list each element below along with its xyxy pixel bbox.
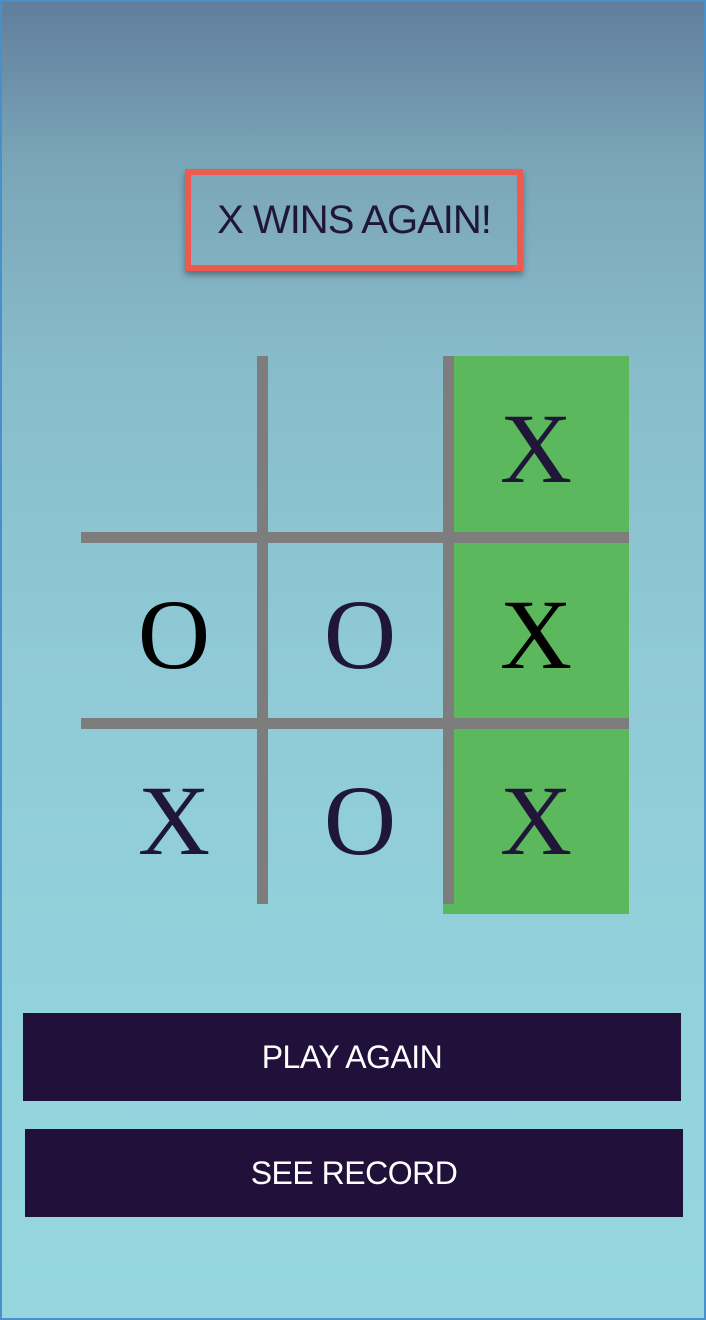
grid-line-horizontal-1 bbox=[81, 532, 629, 543]
see-record-label: SEE RECORD bbox=[250, 1154, 458, 1191]
board-cell-r3-c1[interactable]: X bbox=[81, 728, 267, 914]
grid-line-vertical-1 bbox=[257, 356, 268, 904]
game-status-banner: X WINS AGAIN! bbox=[185, 169, 523, 271]
board-cell-r1-c2[interactable] bbox=[267, 356, 453, 542]
game-status-text: X WINS AGAIN! bbox=[217, 197, 492, 242]
board-cell-r3-c3[interactable]: X bbox=[443, 728, 629, 914]
play-again-button[interactable]: PLAY AGAIN bbox=[23, 1013, 681, 1101]
cell-mark: O bbox=[137, 579, 211, 690]
see-record-button[interactable]: SEE RECORD bbox=[25, 1129, 683, 1217]
grid-line-vertical-2 bbox=[443, 356, 454, 904]
cell-mark: X bbox=[499, 393, 573, 504]
cell-mark: X bbox=[499, 765, 573, 876]
play-again-label: PLAY AGAIN bbox=[261, 1038, 443, 1075]
board-cell-r2-c3[interactable]: X bbox=[443, 542, 629, 728]
board-cell-r2-c1[interactable]: O bbox=[81, 542, 267, 728]
board-cell-r2-c2[interactable]: O bbox=[267, 542, 453, 728]
grid-line-horizontal-2 bbox=[81, 718, 629, 729]
cell-mark: O bbox=[323, 579, 397, 690]
cell-mark: O bbox=[323, 765, 397, 876]
cell-mark: X bbox=[137, 765, 211, 876]
board-cell-r1-c1[interactable] bbox=[81, 356, 267, 542]
tic-tac-toe-board: X O O X X O X bbox=[81, 356, 629, 914]
cell-mark: X bbox=[499, 579, 573, 690]
board-cell-r1-c3[interactable]: X bbox=[443, 356, 629, 542]
board-cell-r3-c2[interactable]: O bbox=[267, 728, 453, 914]
